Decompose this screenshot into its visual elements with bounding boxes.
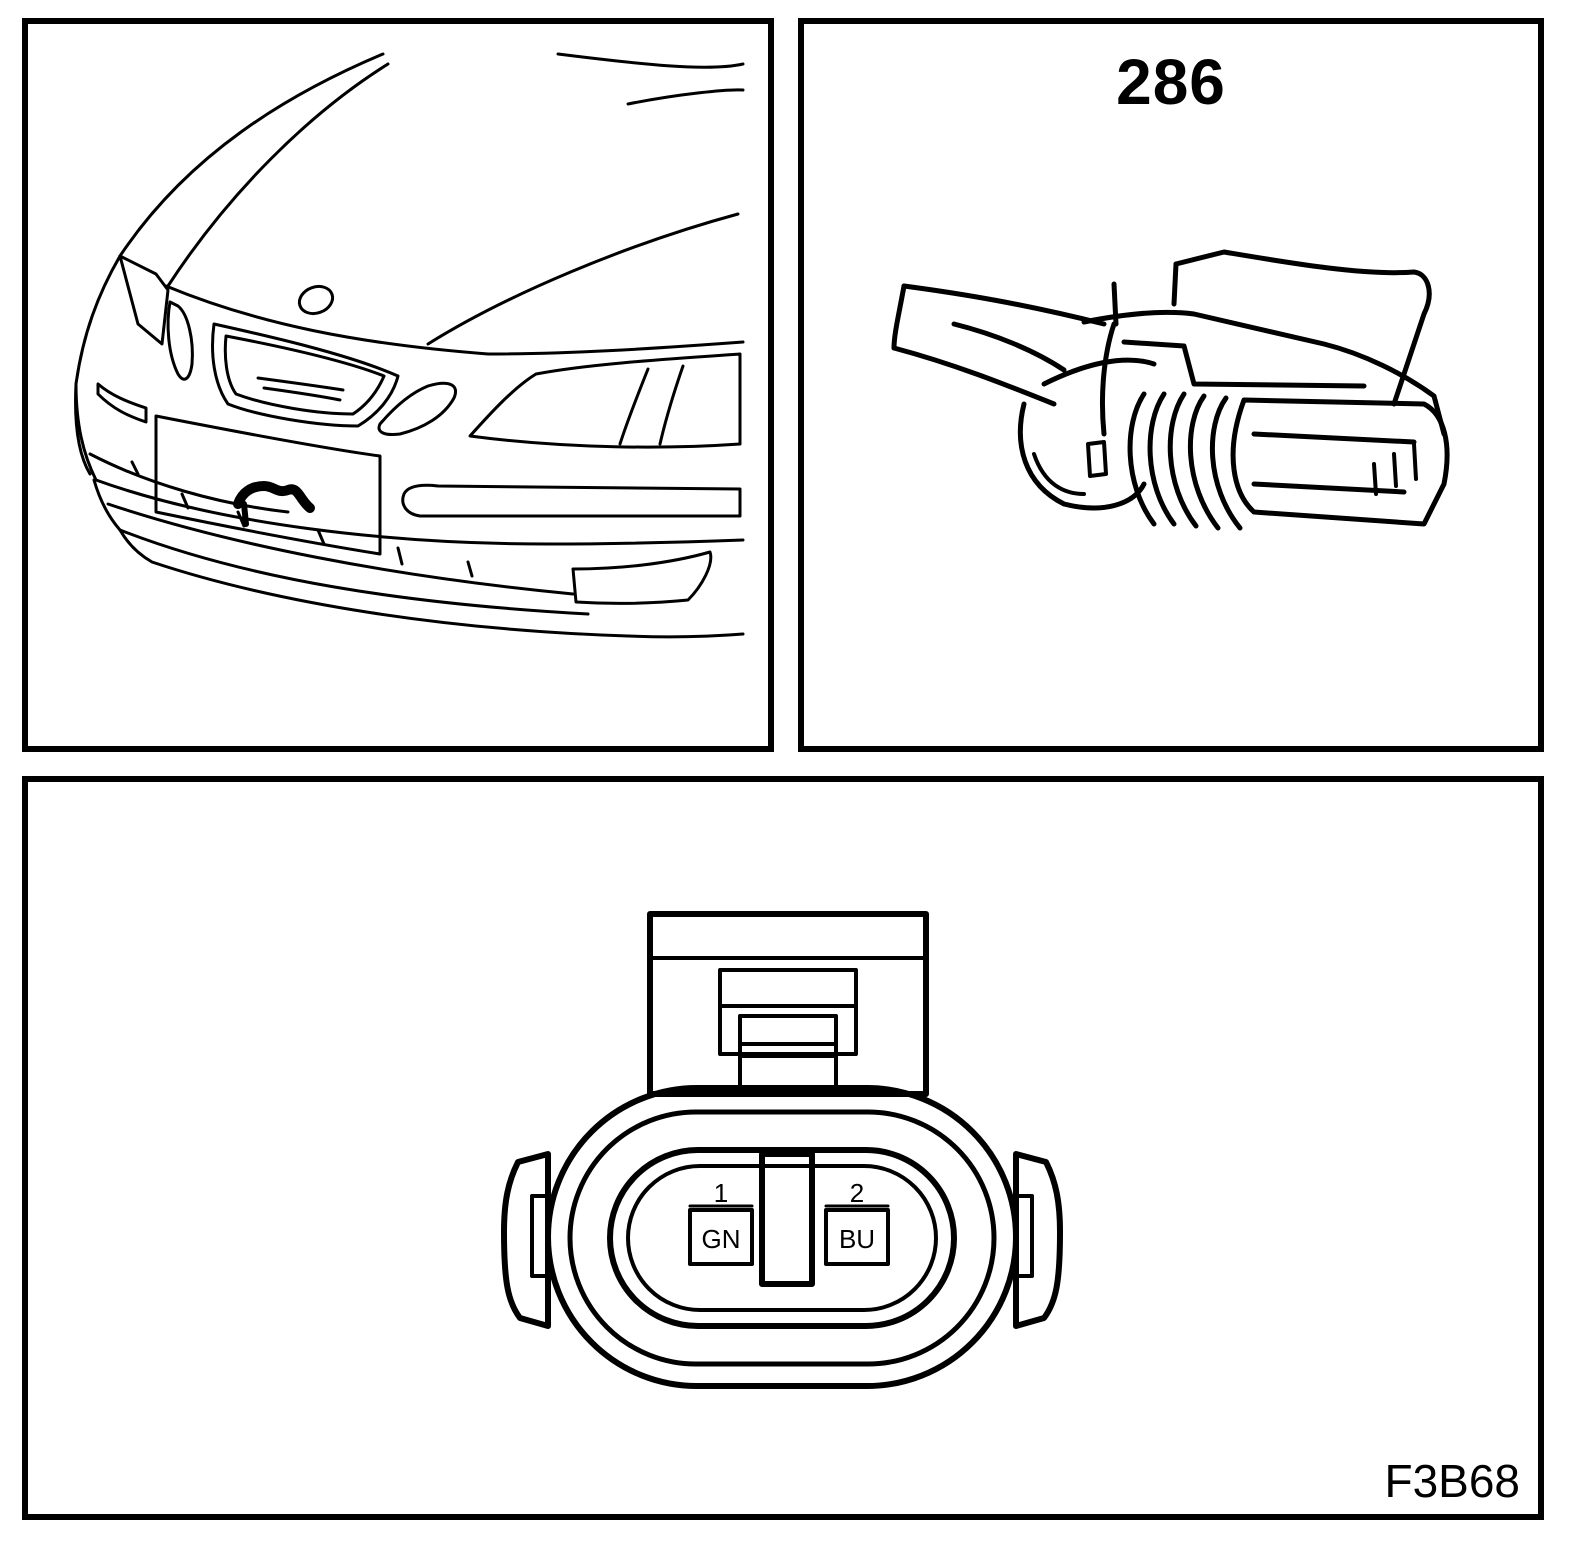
car-front-icon (74, 52, 745, 639)
pin-1-number: 1 (714, 1178, 728, 1208)
figure-code: F3B68 (1384, 1455, 1520, 1507)
pin-1-color: GN (702, 1224, 741, 1254)
car-location-panel (22, 18, 774, 752)
pin-2-color: BU (839, 1224, 875, 1254)
component-number: 286 (1116, 46, 1226, 118)
pinout-panel: 1 GN 2 BU F3B68 (22, 776, 1544, 1520)
connector-panel: 286 (798, 18, 1544, 752)
connector-perspective-icon (891, 249, 1450, 531)
connector-face-icon: 1 GN 2 BU (501, 911, 1063, 1389)
pin-2-number: 2 (850, 1178, 864, 1208)
